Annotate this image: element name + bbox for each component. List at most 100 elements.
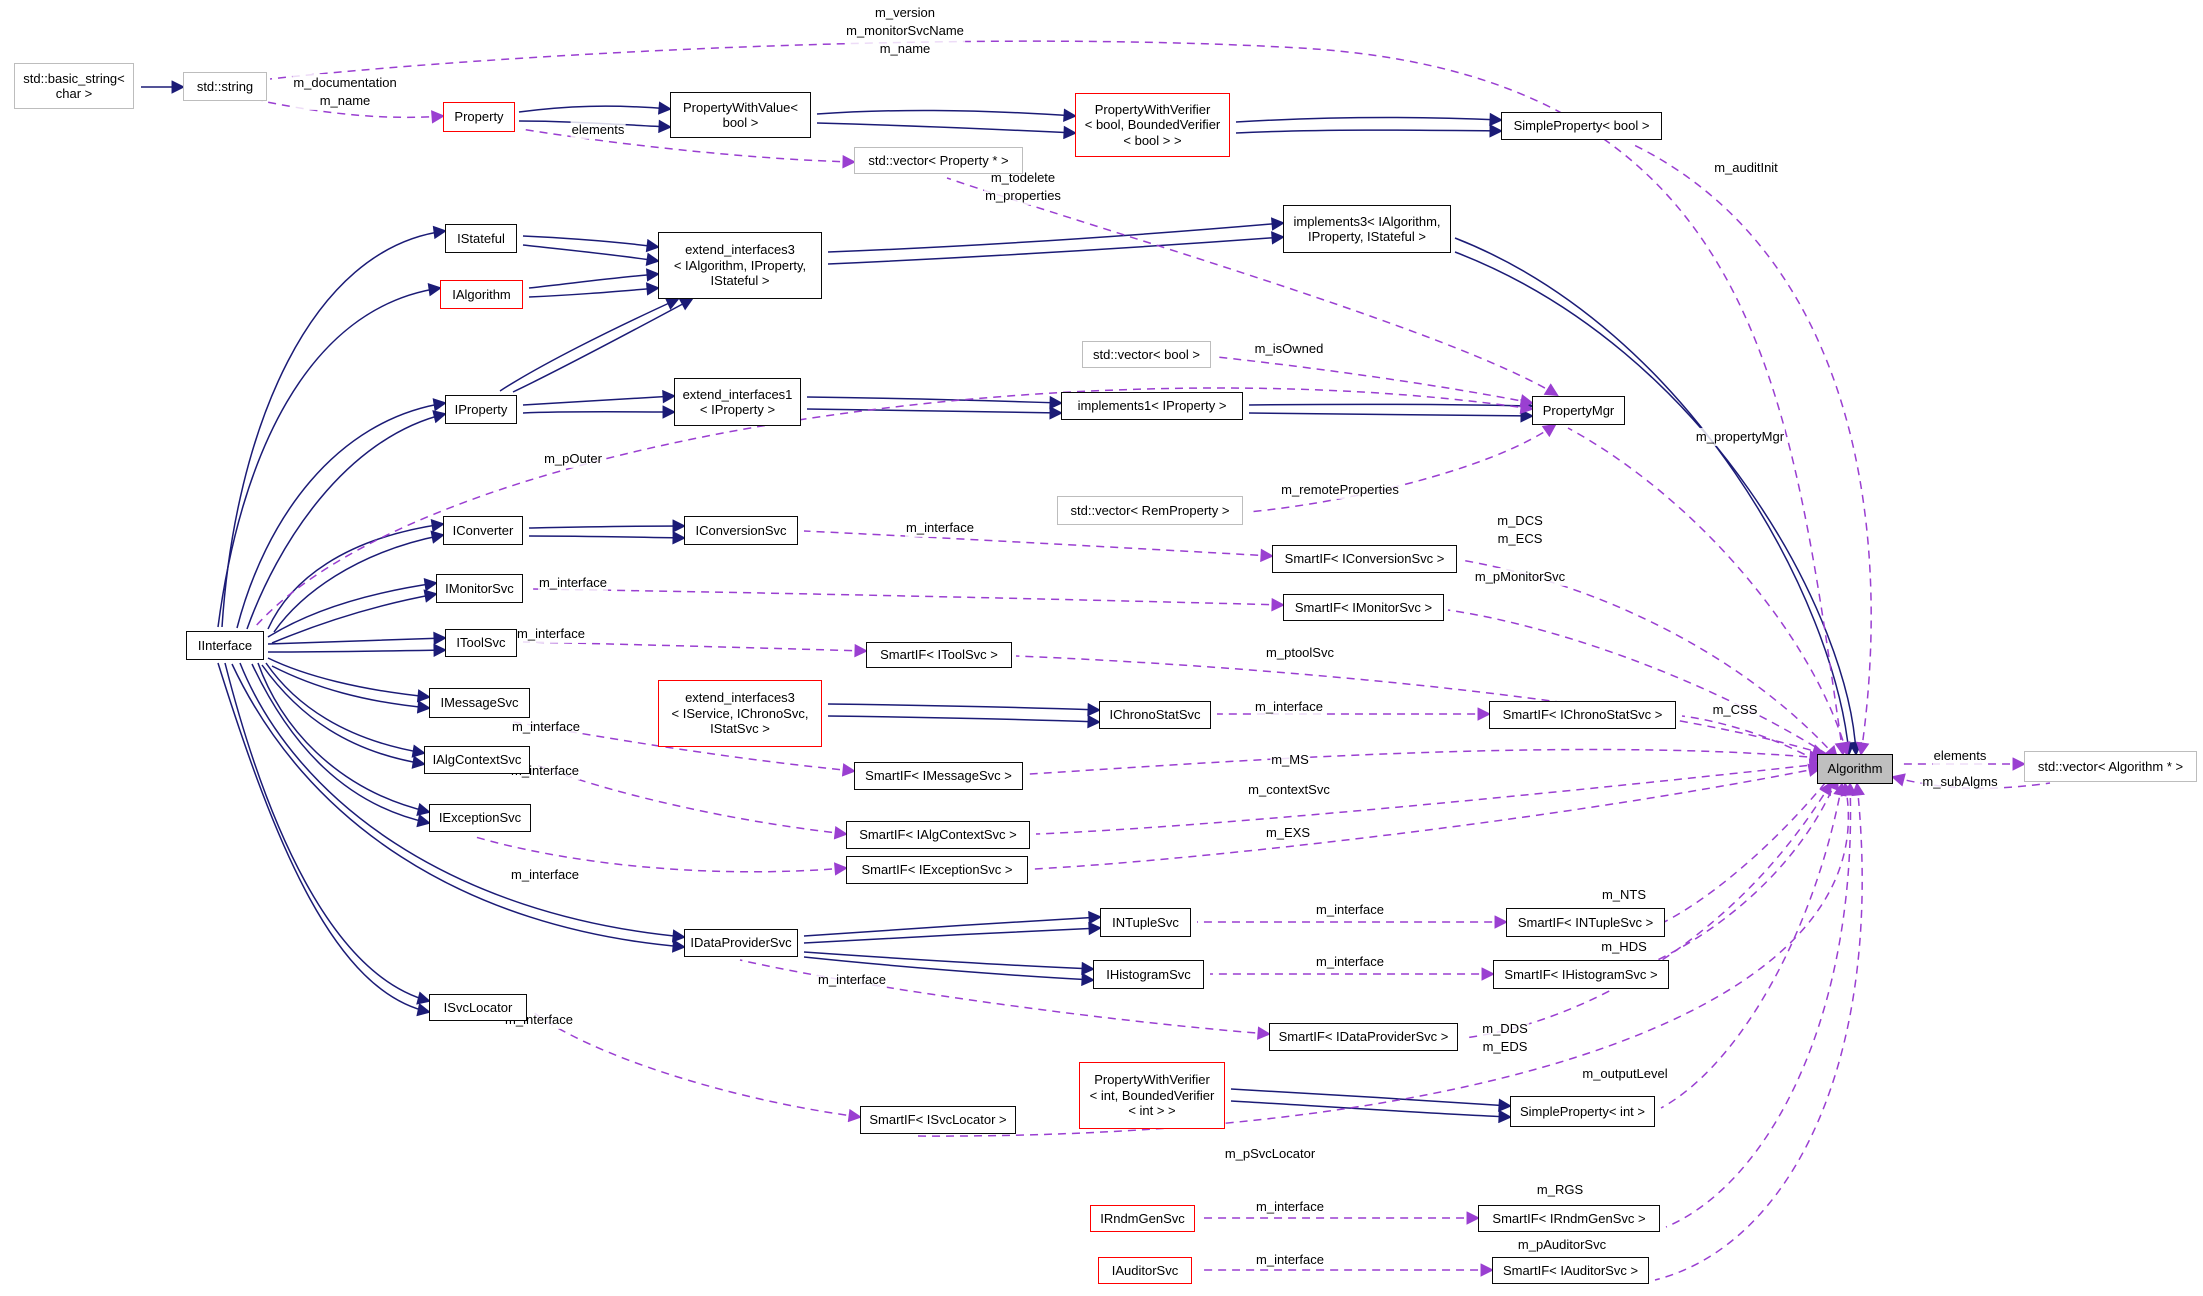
edge-algorithm-smartif_toolsvc	[1015, 655, 1826, 758]
node-simpleproperty_int[interactable]: SimpleProperty< int >	[1510, 1096, 1655, 1127]
edge-istateful-iinterface	[221, 225, 448, 628]
edge-extif3_alg-istateful	[522, 235, 661, 253]
edge-smartif_exceptionsvc-iexceptionsvc	[471, 835, 849, 876]
node-intuplesvc[interactable]: INTupleSvc	[1100, 908, 1191, 937]
edge-iproperty-iinterface	[236, 398, 448, 629]
node-extif1[interactable]: extend_interfaces1 < IProperty >	[674, 378, 801, 426]
edge-algorithm-string	[269, 40, 1849, 757]
edge-algorithm-smartif_monitorsvc	[1447, 609, 1841, 764]
edge-extif3_alg-istateful	[522, 244, 661, 267]
edge-algorithm-implements3	[1454, 251, 1863, 757]
edge-implements3-extif3_alg	[827, 217, 1286, 253]
node-simpleproperty_bool[interactable]: SimpleProperty< bool >	[1501, 112, 1662, 140]
edge-pwvalue_bool-property	[518, 101, 673, 115]
edge-algorithm-smartif_auditorsvc	[1654, 781, 1865, 1281]
edge-ichronostatsvc-extif3_svc	[827, 702, 1102, 717]
edge-imonitorsvc-iinterface	[267, 577, 439, 638]
edge-intuplesvc-idataprovidersvc	[803, 921, 1103, 944]
edge-label-m_auditInit: m_auditInit	[1713, 159, 1779, 177]
node-isvclocator[interactable]: ISvcLocator	[429, 994, 527, 1021]
node-pwvalue_bool[interactable]: PropertyWithValue< bool >	[670, 92, 811, 138]
edge-smartif_monitorsvc-imonitorsvc	[528, 588, 1286, 612]
edge-label-m_interface: m_interface	[511, 718, 581, 736]
edge-algorithm-smartif_algcontextsvc	[1035, 758, 1824, 835]
node-smartif_svclocator[interactable]: SmartIF< ISvcLocator >	[860, 1106, 1016, 1134]
node-smartif_monitorsvc[interactable]: SmartIF< IMonitorSvc >	[1283, 594, 1444, 621]
edge-label-m_interface: m_interface	[1315, 901, 1385, 919]
node-ihistogramsvc[interactable]: IHistogramSvc	[1093, 960, 1204, 989]
edge-iconversionsvc-iconverter	[528, 519, 687, 533]
node-smartif_exceptionsvc[interactable]: SmartIF< IExceptionSvc >	[846, 856, 1028, 884]
edge-label-m_pMonitorSvc: m_pMonitorSvc	[1473, 568, 1567, 586]
node-smartif_ntuplesvc[interactable]: SmartIF< INTupleSvc >	[1506, 908, 1665, 937]
edge-extif1-iproperty	[522, 405, 677, 419]
edge-algorithm-implements3	[1454, 237, 1855, 757]
node-itoolsvc[interactable]: IToolSvc	[445, 629, 517, 657]
node-smartif_auditorsvc[interactable]: SmartIF< IAuditorSvc >	[1492, 1257, 1649, 1284]
node-extif3_alg[interactable]: extend_interfaces3 < IAlgorithm, IProper…	[658, 232, 822, 299]
edge-ichronostatsvc-extif3_svc	[827, 714, 1102, 729]
node-iconversionsvc[interactable]: IConversionSvc	[684, 516, 798, 545]
node-ialgcontextsvc[interactable]: IAlgContextSvc	[424, 746, 530, 774]
node-iconverter[interactable]: IConverter	[443, 516, 523, 545]
edge-label-m_interface: m_interface	[1255, 1198, 1325, 1216]
edge-iexceptionsvc-iinterface	[251, 663, 431, 828]
node-pwverifier_bool[interactable]: PropertyWithVerifier < bool, BoundedVeri…	[1075, 93, 1230, 157]
node-istateful[interactable]: IStateful	[445, 224, 517, 253]
node-property[interactable]: Property	[443, 102, 515, 132]
node-smartif_histogramsvc[interactable]: SmartIF< IHistogramSvc >	[1493, 960, 1669, 989]
edge-algorithm-smartif_messagesvc	[1028, 748, 1824, 775]
edge-iconverter-iinterface	[273, 530, 445, 633]
node-ichronostatsvc[interactable]: IChronoStatSvc	[1099, 701, 1211, 729]
edge-extif3_alg-iproperty	[512, 298, 694, 393]
edge-idataprovidersvc-iinterface	[231, 663, 687, 953]
node-smartif_algcontextsvc[interactable]: SmartIF< IAlgContextSvc >	[846, 821, 1030, 849]
edge-isvclocator-iinterface	[217, 662, 431, 1017]
node-smartif_rndmgensvc[interactable]: SmartIF< IRndmGenSvc >	[1478, 1205, 1660, 1232]
edge-label-m_pSvcLocator: m_pSvcLocator	[1223, 1145, 1317, 1163]
node-iinterface[interactable]: IInterface	[186, 631, 264, 660]
node-smartif_messagesvc[interactable]: SmartIF< IMessageSvc >	[854, 762, 1023, 790]
edge-smartif_dataprovidersvc-idataprovidersvc	[739, 959, 1272, 1040]
node-implements3[interactable]: implements3< IAlgorithm, IProperty, ISta…	[1283, 205, 1451, 253]
node-smartif_toolsvc[interactable]: SmartIF< IToolSvc >	[866, 642, 1012, 668]
edge-extif3_alg-iproperty	[499, 297, 680, 392]
edge-implements3-extif3_alg	[827, 231, 1286, 265]
node-propertymgr[interactable]: PropertyMgr	[1532, 396, 1625, 425]
edge-intuplesvc-idataprovidersvc	[803, 910, 1103, 937]
edge-simpleproperty_int-pwverifier_int	[1230, 1100, 1513, 1124]
edge-imessagesvc-iinterface	[271, 665, 432, 714]
node-idataprovidersvc[interactable]: IDataProviderSvc	[684, 929, 798, 957]
edge-vector_property-property	[520, 128, 857, 169]
node-extif3_svc[interactable]: extend_interfaces3 < IService, IChronoSv…	[658, 680, 822, 747]
node-smartif_dataprovidersvc[interactable]: SmartIF< IDataProviderSvc >	[1269, 1023, 1458, 1051]
edge-algorithm-simpleproperty_bool	[1631, 143, 1872, 757]
node-iauditorsvc[interactable]: IAuditorSvc	[1098, 1257, 1192, 1284]
edge-algorithm-smartif_chronostatsvc	[1681, 715, 1831, 770]
edge-ialgcontextsvc-iinterface	[261, 664, 426, 769]
edge-label-m_NTS: m_NTS	[1600, 886, 1648, 904]
node-imessagesvc[interactable]: IMessageSvc	[429, 688, 530, 718]
node-algorithm: Algorithm	[1817, 754, 1893, 784]
edge-label-m_interface: m_interface	[1254, 698, 1324, 716]
node-imonitorsvc[interactable]: IMonitorSvc	[436, 574, 523, 603]
node-basic_string: std::basic_string< char >	[14, 63, 134, 109]
node-irndmgensvc[interactable]: IRndmGenSvc	[1090, 1205, 1195, 1232]
node-smartif_chronostatsvc[interactable]: SmartIF< IChronoStatSvc >	[1489, 701, 1676, 729]
edge-simpleproperty_bool-pwverifier_bool	[1235, 112, 1504, 127]
node-iexceptionsvc[interactable]: IExceptionSvc	[429, 804, 531, 832]
edge-imessagesvc-iinterface	[267, 657, 432, 703]
edge-label-m_subAlgms: m_subAlgms	[1921, 773, 1999, 791]
edge-label-m_interface: m_interface	[538, 574, 608, 592]
node-iproperty[interactable]: IProperty	[445, 395, 517, 424]
edge-algorithm-smartif_conversionsvc	[1460, 559, 1839, 760]
node-ialgorithm[interactable]: IAlgorithm	[440, 280, 523, 309]
node-pwverifier_int[interactable]: PropertyWithVerifier < int, BoundedVerif…	[1079, 1062, 1225, 1129]
edge-idataprovidersvc-iinterface	[239, 662, 687, 943]
edge-iconverter-iinterface	[267, 518, 446, 630]
edge-propertymgr-iinterface	[253, 387, 1535, 629]
node-smartif_conversionsvc[interactable]: SmartIF< IConversionSvc >	[1272, 545, 1457, 573]
edge-label-m_pOuter: m_pOuter	[543, 450, 603, 468]
node-implements1[interactable]: implements1< IProperty >	[1061, 392, 1243, 420]
